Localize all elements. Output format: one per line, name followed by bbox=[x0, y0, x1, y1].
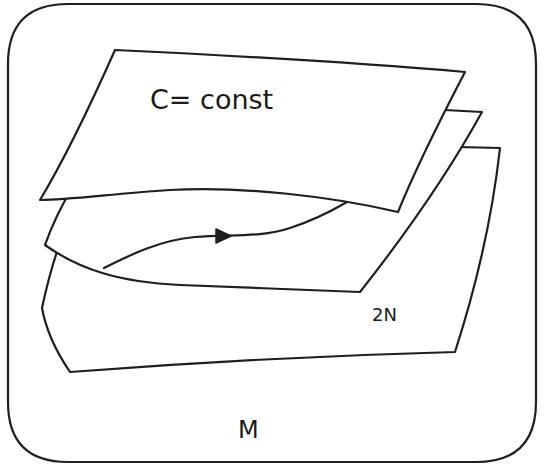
node-label: M bbox=[238, 418, 259, 442]
level-surface: C= const bbox=[36, 46, 470, 216]
node-label: 2N bbox=[372, 306, 397, 324]
outline-path bbox=[40, 50, 465, 212]
node-label: C= const bbox=[150, 86, 273, 113]
outline-path bbox=[8, 4, 536, 462]
outline bbox=[36, 46, 470, 216]
outline-path bbox=[42, 140, 500, 372]
